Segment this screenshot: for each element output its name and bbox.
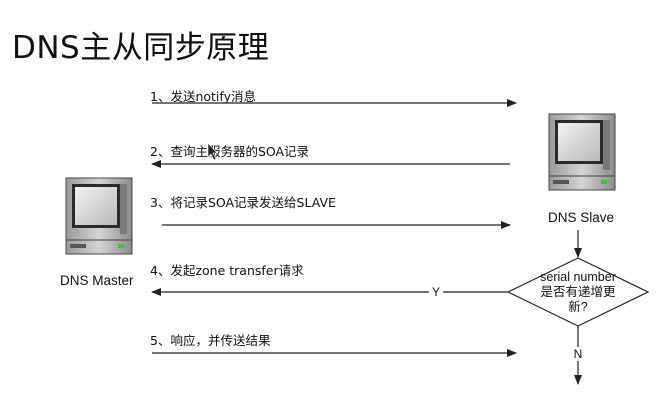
mouse-cursor-icon — [207, 142, 218, 161]
step-2-label: 2、查询主服务器的SOA记录 — [150, 144, 309, 159]
no-label: N — [574, 347, 583, 361]
page-title: DNS主从同步原理 — [12, 30, 270, 66]
step-4-label: 4、发起zone transfer请求 — [150, 263, 304, 278]
decision-text-line3: 新? — [568, 299, 588, 314]
slave-label: DNS Slave — [548, 210, 614, 225]
yes-label-bg — [429, 284, 443, 298]
master-label: DNS Master — [60, 273, 134, 288]
decision-text-line1: serial number — [540, 270, 616, 284]
step-1-label: 1、发送notify消息 — [150, 89, 256, 104]
step-3-label: 3、将记录SOA记录发送给SLAVE — [150, 195, 336, 210]
slave-computer-icon — [548, 113, 616, 191]
no-label-bg — [571, 347, 585, 361]
step-5-label: 5、响应，并传送结果 — [150, 333, 271, 348]
master-computer-icon — [65, 177, 133, 255]
decision-text-line2: 是否有递增更 — [540, 284, 616, 299]
yes-label: Y — [432, 285, 440, 299]
